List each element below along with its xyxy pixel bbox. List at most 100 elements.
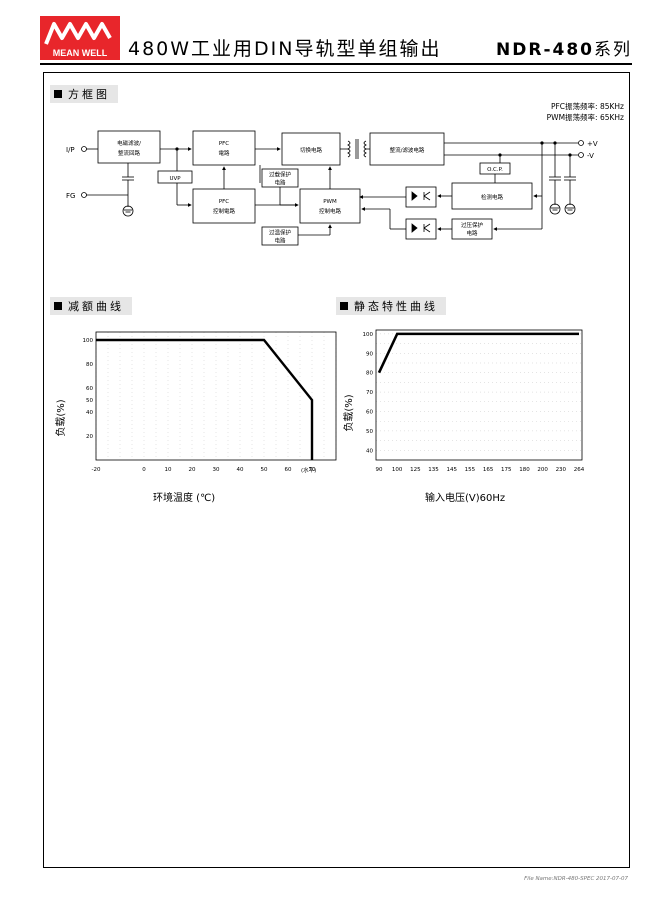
pwm-frequency: PWM振荡频率: 65KHz	[546, 113, 624, 122]
otp-block	[261, 226, 299, 246]
pwm-label-2: 控制电路	[319, 207, 342, 215]
pwm-label-1: PWM	[323, 199, 337, 205]
ovp-label-1: 过压保护	[461, 221, 484, 229]
y-tick-label: 20	[86, 434, 93, 440]
y-tick-label: 80	[86, 362, 93, 368]
switching-label: 切换电路	[300, 146, 323, 154]
logo-text: MEAN WELL	[53, 48, 108, 58]
y-tick-label: 80	[366, 371, 373, 377]
vplus-terminal	[578, 140, 584, 146]
x-tick-label: 40	[237, 467, 244, 473]
pwm-control-block	[299, 188, 361, 224]
section-title: 减额曲线	[68, 300, 124, 313]
pfc-label-1: PFC	[219, 141, 229, 147]
rectifier-label: 整流/滤波电路	[390, 146, 425, 154]
pfc-frequency: PFC振荡频率: 85KHz	[550, 102, 624, 111]
vminus-label: -V	[587, 152, 594, 160]
static-y-label: 负载(%)	[342, 394, 355, 431]
x-tick-label: 30	[213, 467, 220, 473]
model-suffix: 系列	[594, 40, 632, 60]
y-tick-label: 50	[366, 429, 373, 435]
y-tick-label: 70	[366, 390, 373, 396]
model-name: NDR-480系列	[496, 35, 632, 60]
x-tick-label: 155	[465, 467, 476, 473]
y-tick-label: 50	[86, 398, 93, 404]
x-tick-label: 165	[483, 467, 494, 473]
content-frame	[43, 72, 630, 868]
vplus-label: +V	[587, 140, 598, 148]
otp-label-1: 过温保护	[269, 229, 292, 237]
ip-terminal	[81, 146, 87, 152]
detection-label: 检测电路	[481, 193, 504, 201]
x-tick-label: 60	[285, 467, 292, 473]
y-tick-label: 100	[363, 332, 374, 338]
y-tick-label: 60	[86, 386, 93, 392]
section-marker	[54, 90, 62, 98]
x-tick-label: 0	[142, 467, 146, 473]
ground-symbol	[122, 205, 134, 217]
y-tick-label: 40	[86, 410, 93, 416]
olp-label-2: 电路	[274, 179, 286, 187]
derating-y-label: 负载(%)	[54, 399, 67, 436]
static-curve	[377, 332, 579, 374]
header-rule	[40, 63, 632, 65]
static-chart: 负载(%) 90 100 125 135 145 155 165 175 180 200 230 26…	[342, 329, 585, 473]
x-tick-label: 135	[428, 467, 439, 473]
emi-label-1: 电磁滤波/	[117, 139, 141, 147]
pfc-control-label-1: PFC	[219, 199, 229, 205]
optocoupler-icon	[405, 218, 437, 240]
section-marker	[54, 302, 62, 310]
derating-x-label: 环境温度 (℃)	[153, 493, 216, 504]
otp-label-2: 电路	[274, 237, 286, 245]
ovp-label-2: 电路	[466, 229, 478, 237]
static-x-label: 输入电压(V)60Hz	[425, 493, 506, 504]
block-diagram-heading: 方框图	[50, 85, 118, 103]
uvp-block	[157, 170, 193, 184]
ocp-label: O.C.P.	[487, 167, 503, 173]
pfc-block	[192, 130, 256, 166]
y-tick-label: 40	[366, 448, 373, 454]
x-tick-label: -20	[92, 467, 101, 473]
olp-label-1: 过载保护	[269, 171, 292, 179]
emi-filter-block	[97, 130, 161, 164]
vminus-terminal	[578, 152, 584, 158]
section-title: 静态特性曲线	[354, 300, 438, 313]
x-tick-label: 125	[410, 467, 421, 473]
x-tick-label: 20	[189, 467, 196, 473]
section-title: 方框图	[68, 88, 110, 101]
ip-label: I/P	[66, 146, 75, 154]
x-tick-label: 145	[446, 467, 457, 473]
plot-frame	[375, 329, 583, 461]
rectifier-filter-block	[369, 132, 445, 166]
horizontal-note: (水平)	[301, 466, 316, 474]
fg-label: FG	[66, 192, 75, 200]
plot-frame	[95, 331, 337, 461]
block-diagram: I/P FG 电磁滤波/ 整流回路 UVP PFC 電路 PFC 控制電路 切换…	[60, 125, 620, 259]
file-name-footer: File Name:NDR-480-SPEC 2017-07-07	[524, 876, 628, 882]
y-tick-label: 100	[83, 338, 94, 344]
model-number: NDR-480	[496, 40, 594, 60]
mean-well-logo: MEAN WELL	[40, 16, 120, 60]
page-title: 480W工业用DIN导轨型单组输出	[128, 38, 442, 60]
section-marker	[340, 302, 348, 310]
y-tick-label: 90	[366, 351, 373, 357]
pfc-control-label-2: 控制電路	[213, 207, 236, 215]
static-heading: 静态特性曲线	[336, 297, 446, 315]
x-tick-label: 180	[519, 467, 530, 473]
y-tick-label: 60	[366, 409, 373, 415]
uvp-label: UVP	[169, 176, 181, 182]
x-tick-label: 230	[556, 467, 567, 473]
x-tick-label: 10	[165, 467, 172, 473]
x-tick-label: 50	[261, 467, 268, 473]
emi-label-2: 整流回路	[118, 149, 141, 157]
x-tick-label: 90	[376, 467, 383, 473]
fg-terminal	[81, 192, 87, 198]
derating-curve	[96, 338, 314, 460]
pfc-control-block	[192, 188, 256, 224]
x-tick-label: 264	[574, 467, 585, 473]
x-tick-label: 175	[501, 467, 512, 473]
pfc-label-2: 電路	[218, 149, 230, 157]
derating-heading: 减额曲线	[50, 297, 132, 315]
x-tick-label: 200	[537, 467, 548, 473]
